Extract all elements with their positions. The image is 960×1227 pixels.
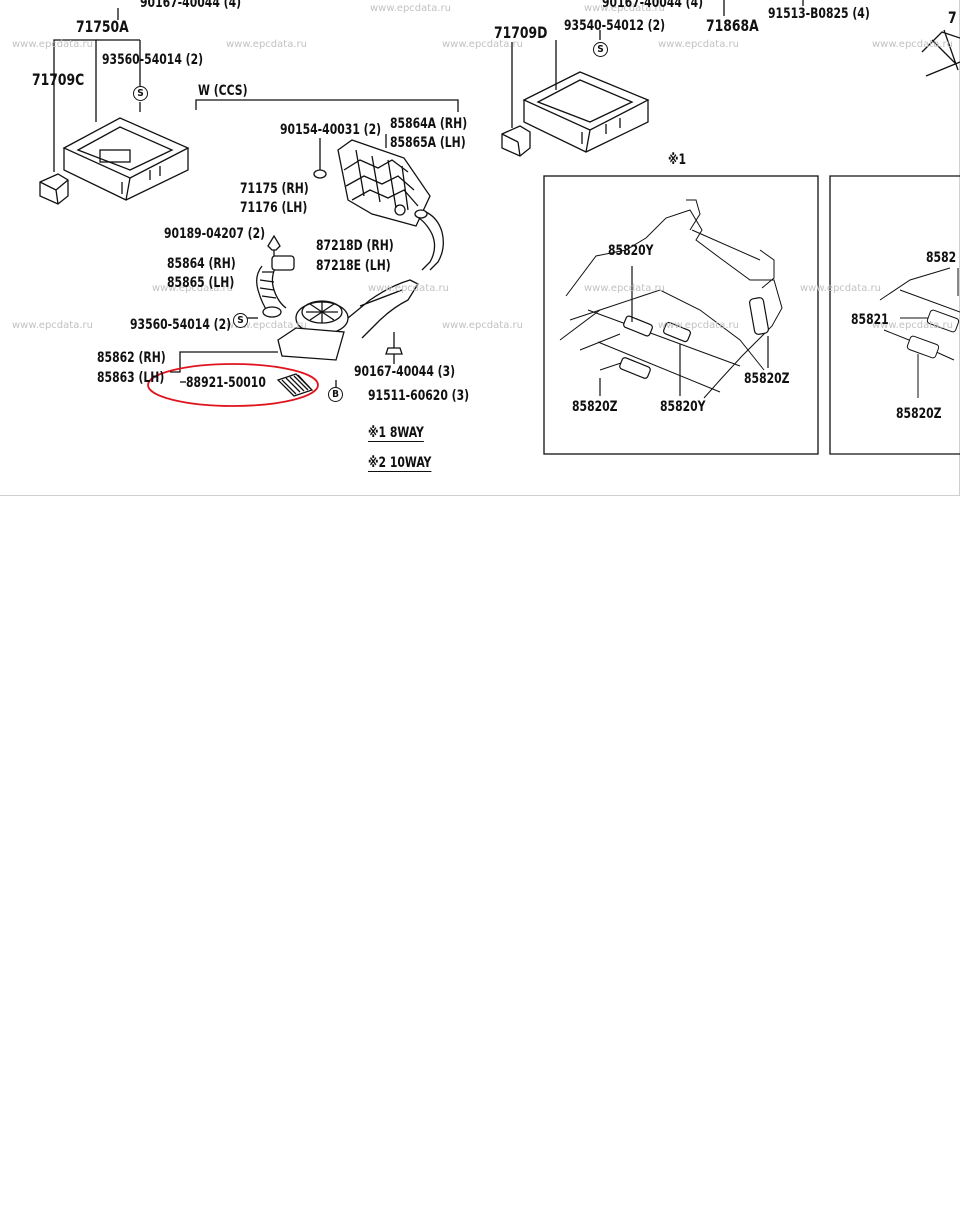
tray-part-right [522,71,650,153]
part-label: 91511-60620 (3) [368,388,470,404]
highlighted-part-label: 88921-50010 [186,375,266,391]
part-label: 85865A (LH) [390,135,466,151]
s-marker: S [233,313,248,328]
heater-pad-part [337,139,431,227]
part-label: 85820Y [608,243,654,259]
tray-part-left [62,117,190,201]
seat-frame-sketch [559,199,783,399]
detail-box-10way [829,175,960,455]
motor-parts [599,266,769,396]
b-marker: B [328,387,343,402]
part-label: 85820Y [660,399,706,415]
part-label: 71709C [32,70,85,89]
part-label: 90167-40044 (4) [602,0,704,11]
watermark: www.epcdata.ru [152,283,233,294]
part-label: 71868A [706,16,759,35]
watermark: www.epcdata.ru [800,283,881,294]
part-label: 85863 (LH) [97,370,165,386]
parts-diagram: www.epcdata.ru www.epcdata.ru www.epcdat… [0,0,960,496]
part-label: 90167-40044 (4) [140,0,242,11]
part-label: 90154-40031 (2) [280,122,382,138]
watermark: www.epcdata.ru [872,320,953,331]
watermark: www.epcdata.ru [12,320,93,331]
watermark: www.epcdata.ru [226,320,307,331]
part-label: 7 [948,8,957,27]
part-label: 85820Z [572,399,618,415]
diagram-drawing [39,0,960,455]
watermark: www.epcdata.ru [584,3,665,14]
watermark: www.epcdata.ru [226,39,307,50]
s-marker: S [133,86,148,101]
part-label: 90167-40044 (3) [354,364,456,380]
detail-box-8way [543,175,819,455]
watermark: www.epcdata.ru [442,39,523,50]
part-label: 91513-B0825 (4) [768,6,870,22]
part-label: 85864A (RH) [390,116,468,132]
part-label: 87218D (RH) [316,238,394,254]
part-label: 93560-54014 (2) [102,52,204,68]
part-label: 93540-54012 (2) [564,18,666,34]
watermark: www.epcdata.ru [658,320,739,331]
clip-part-left [39,173,69,205]
part-label: 71175 (RH) [240,181,309,197]
blower-part [277,279,419,361]
note-label: ※2 10WAY [368,455,432,471]
part-label: 85821 [851,312,889,328]
part-label: 85864 (RH) [167,256,236,272]
seat-frame-sketch-2 [879,267,960,398]
blank-area [0,496,960,1227]
watermark: www.epcdata.ru [658,39,739,50]
filter-part [276,373,314,397]
watermark: www.epcdata.ru [442,320,523,331]
watermark: www.epcdata.ru [584,283,665,294]
part-label: 93560-54014 (2) [130,317,232,333]
box-mark: ※1 [668,152,687,168]
part-label: 71709D [494,23,548,42]
watermark: www.epcdata.ru [12,39,93,50]
highlight-ellipse [147,363,319,407]
note-label: ※1 8WAY [368,425,424,441]
part-label: 71176 (LH) [240,200,308,216]
hose-part-right [414,209,444,271]
part-label: 85820Z [744,371,790,387]
watermark: www.epcdata.ru [368,283,449,294]
s-marker: S [593,42,608,57]
part-label: 85865 (LH) [167,275,235,291]
part-label: 85820Z [896,406,942,422]
watermark: www.epcdata.ru [370,3,451,14]
part-label: 87218E (LH) [316,258,391,274]
clip-part-right [501,125,531,157]
part-label: 71750A [76,17,129,36]
group-label: W (CCS) [198,83,248,99]
part-label: 90189-04207 (2) [164,226,266,242]
duct-part [256,255,295,318]
part-label: 85862 (RH) [97,350,166,366]
part-label: 8582 [926,250,957,266]
watermark: www.epcdata.ru [872,39,953,50]
